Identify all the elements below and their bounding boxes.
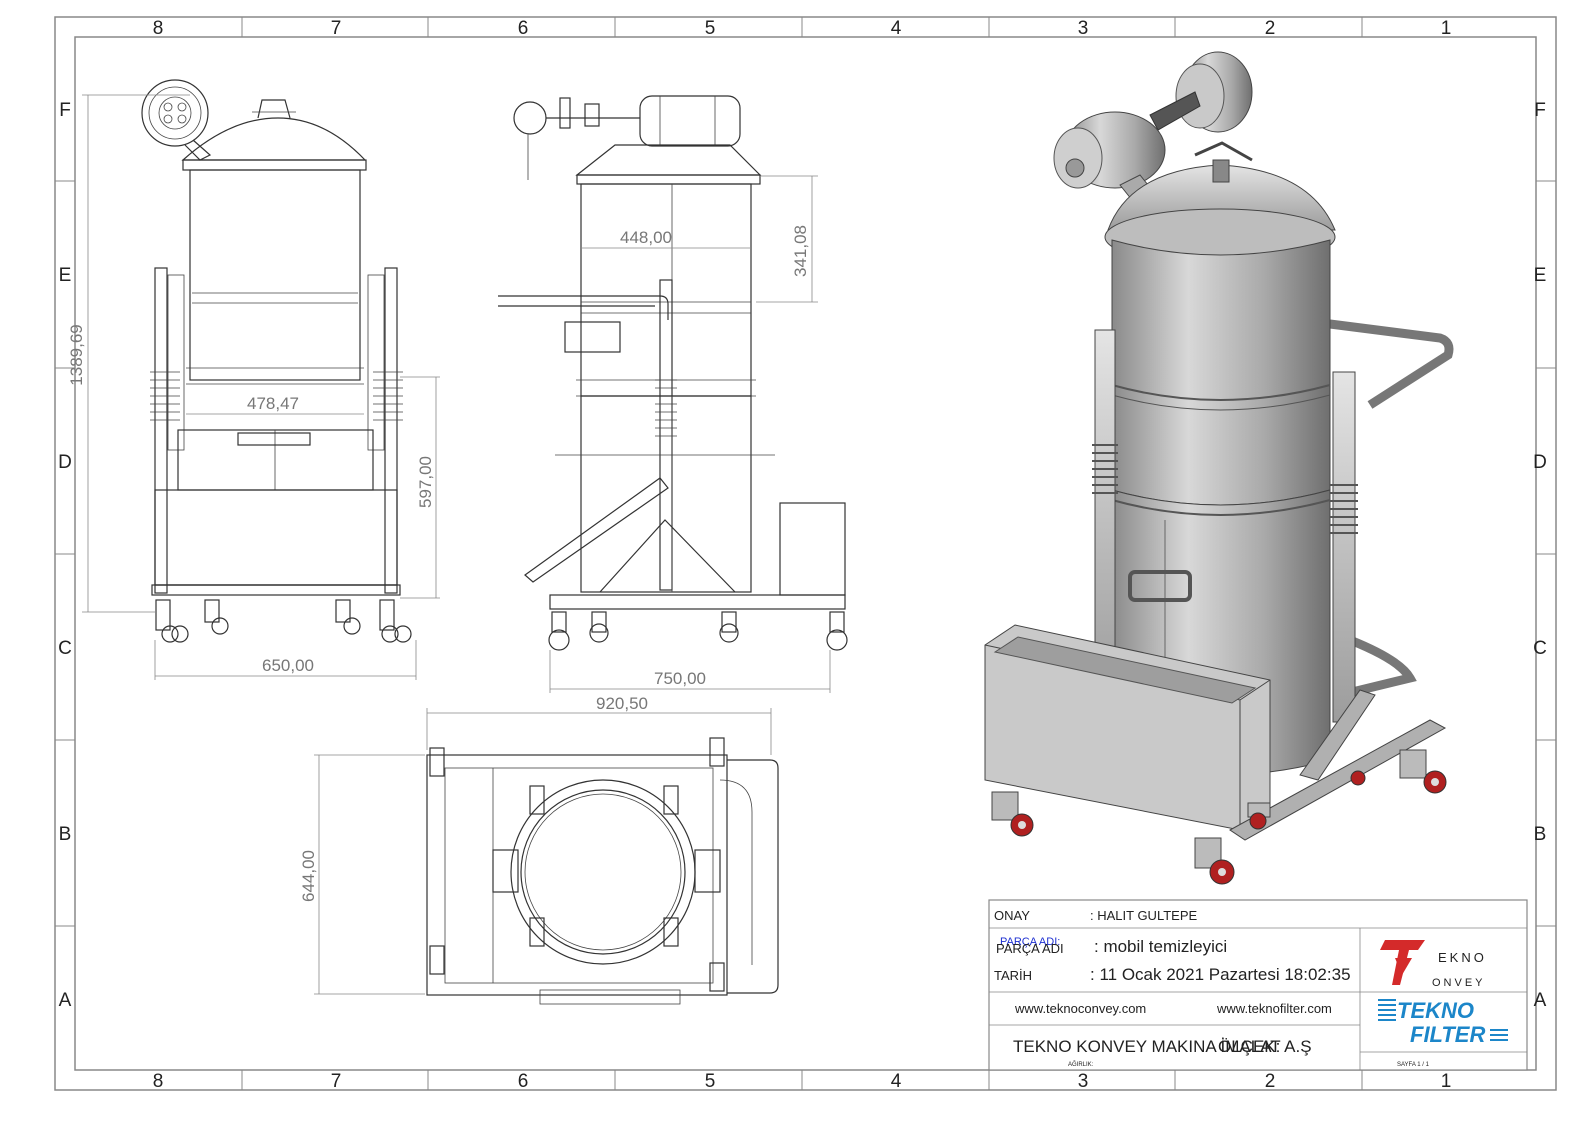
zone-col-label: 8 <box>153 18 164 39</box>
dim-top-width: 920,50 <box>596 694 648 713</box>
zone-row-label: B <box>1534 824 1547 845</box>
company-name: TEKNO KONVEY MAKINA İMALAT A.Ş <box>1013 1037 1312 1056</box>
zone-col-label: 5 <box>705 18 716 39</box>
dim-front-height: 1389,69 <box>67 324 86 385</box>
zone-col-label: 4 <box>891 1071 902 1092</box>
zone-col-label: 6 <box>518 18 529 39</box>
zone-row-label: A <box>59 990 72 1011</box>
zone-col-label: 8 <box>153 1071 164 1092</box>
website-filter: www.teknofilter.com <box>1216 1001 1332 1016</box>
zone-col-label: 1 <box>1441 1071 1452 1092</box>
zone-col-label: 2 <box>1265 18 1276 39</box>
dim-front-width: 650,00 <box>262 656 314 675</box>
top-view: 920,50 644,00 <box>299 694 779 1005</box>
isometric-view <box>984 51 1454 885</box>
dim-side-top-width: 448,00 <box>620 228 672 247</box>
svg-text:TEKNO: TEKNO <box>1397 998 1474 1023</box>
date-value: : 11 Ocak 2021 Pazartesi 18:02:35 <box>1090 965 1351 984</box>
sheet-number: SAYFA 1 / 1 <box>1397 1062 1430 1068</box>
zone-row-label: D <box>1533 452 1547 473</box>
isometric-wheels <box>991 749 1447 885</box>
dim-side-top-height: 341,08 <box>791 225 810 277</box>
part-name-value: : mobil temizleyici <box>1094 937 1227 956</box>
part-name-label: PARÇA ADI <box>996 941 1064 956</box>
zone-col-label: 6 <box>518 1071 529 1092</box>
website-konvey: www.teknoconvey.com <box>1014 1001 1146 1016</box>
zone-row-label: A <box>1534 990 1547 1011</box>
zone-row-label: F <box>59 100 71 121</box>
zone-row-label: F <box>1534 100 1546 121</box>
zone-row-label: C <box>58 638 72 659</box>
zone-row-label: E <box>1534 265 1547 286</box>
svg-text:FILTER: FILTER <box>1410 1022 1485 1047</box>
svg-text:EKNO: EKNO <box>1438 950 1487 965</box>
zone-row-label: E <box>59 265 72 286</box>
date-label: TARİH <box>994 968 1032 983</box>
scale-label: ÖLÇEK: <box>1218 1037 1280 1056</box>
part-name-overlay: PARÇA ADI: <box>1000 936 1060 948</box>
title-block: ONAY : HALIT GULTEPE PARÇA ADI: PARÇA AD… <box>988 899 1528 1071</box>
zone-col-label: 2 <box>1265 1071 1276 1092</box>
zone-col-label: 3 <box>1078 1071 1089 1092</box>
drawing-frame: 8 7 6 5 4 3 2 1 8 7 6 5 4 3 2 1 F E D C … <box>54 16 1557 1092</box>
side-view-wheels <box>548 611 848 651</box>
dim-top-depth: 644,00 <box>299 850 318 902</box>
tekno-konvey-logo: EKNO ONVEY <box>1380 940 1487 989</box>
approval-label: ONAY <box>994 908 1030 923</box>
dim-front-inner-width: 478,47 <box>247 394 299 413</box>
side-view: 448,00 341,08 750,00 <box>498 95 848 693</box>
weight-label: AĞIRLIK: <box>1068 1061 1094 1068</box>
zone-col-label: 3 <box>1078 18 1089 39</box>
front-view: 1389,69 478,47 597,00 650,00 <box>67 79 440 680</box>
tekno-filter-logo: TEKNO FILTER <box>1378 998 1508 1047</box>
front-view-wheels <box>155 599 412 643</box>
zone-row-label: B <box>59 824 72 845</box>
dim-side-base: 750,00 <box>654 669 706 688</box>
zone-col-label: 1 <box>1441 18 1452 39</box>
top-view-casters <box>429 737 725 992</box>
zone-col-label: 7 <box>331 1071 342 1092</box>
zone-row-label: D <box>58 452 72 473</box>
approval-value: : HALIT GULTEPE <box>1090 908 1197 923</box>
svg-text:ONVEY: ONVEY <box>1432 977 1486 989</box>
zone-col-label: 4 <box>891 18 902 39</box>
zone-col-label: 7 <box>331 18 342 39</box>
zone-row-label: C <box>1533 638 1547 659</box>
zone-col-label: 5 <box>705 1071 716 1092</box>
dim-front-lower-height: 597,00 <box>416 456 435 508</box>
